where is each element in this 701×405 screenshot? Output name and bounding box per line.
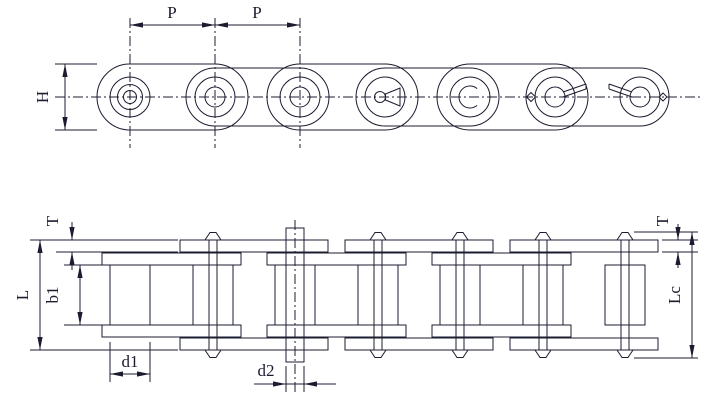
roller-1-riveted-pin: [110, 77, 150, 117]
inner-plates: [102, 253, 571, 337]
plan-rollers: [110, 265, 645, 325]
link-plates: [97, 64, 669, 130]
inner-width-label: b1: [43, 287, 62, 304]
plate-end-diamond-left: [527, 93, 536, 102]
top-view-side-elevation: P P H: [33, 3, 700, 148]
bottom-view-plan: L T b1 T Lc: [13, 215, 698, 392]
plate-thickness-label-right: T: [653, 215, 672, 226]
outer-plates: [180, 240, 658, 350]
overall-width-dimension: L: [13, 240, 178, 350]
plate-thickness-dimension-left: T: [43, 215, 178, 270]
overall-width-label: L: [13, 290, 32, 300]
connecting-pin-length-dimension: Lc: [634, 232, 698, 358]
pitch-label-1: P: [167, 3, 176, 22]
roller-diameter-label: d1: [122, 352, 139, 371]
connecting-pin: [286, 220, 304, 392]
roller-3: [280, 77, 320, 117]
pins: [205, 233, 633, 358]
roller-4-spring-clip: [365, 77, 405, 117]
plate-thickness-dimension-right: T: [653, 215, 698, 268]
pitch-label-2: P: [252, 3, 261, 22]
pitch-dimension: P P: [130, 3, 300, 28]
pin-diameter-dimension: d2: [254, 361, 336, 392]
connecting-pin-length-label: Lc: [665, 286, 684, 304]
height-dimension: H: [33, 64, 97, 130]
inner-width-dimension: b1: [43, 265, 102, 325]
roller-diameter-dimension: d1: [110, 342, 150, 382]
plate-end-diamond-right: [659, 93, 667, 101]
roller-5-circlip: [450, 77, 490, 117]
height-label: H: [33, 91, 52, 103]
roller-7-cotter-pin: [609, 77, 660, 117]
pin-diameter-label: d2: [258, 361, 275, 380]
plate-thickness-label-left: T: [43, 215, 62, 226]
roller-2: [195, 77, 235, 117]
